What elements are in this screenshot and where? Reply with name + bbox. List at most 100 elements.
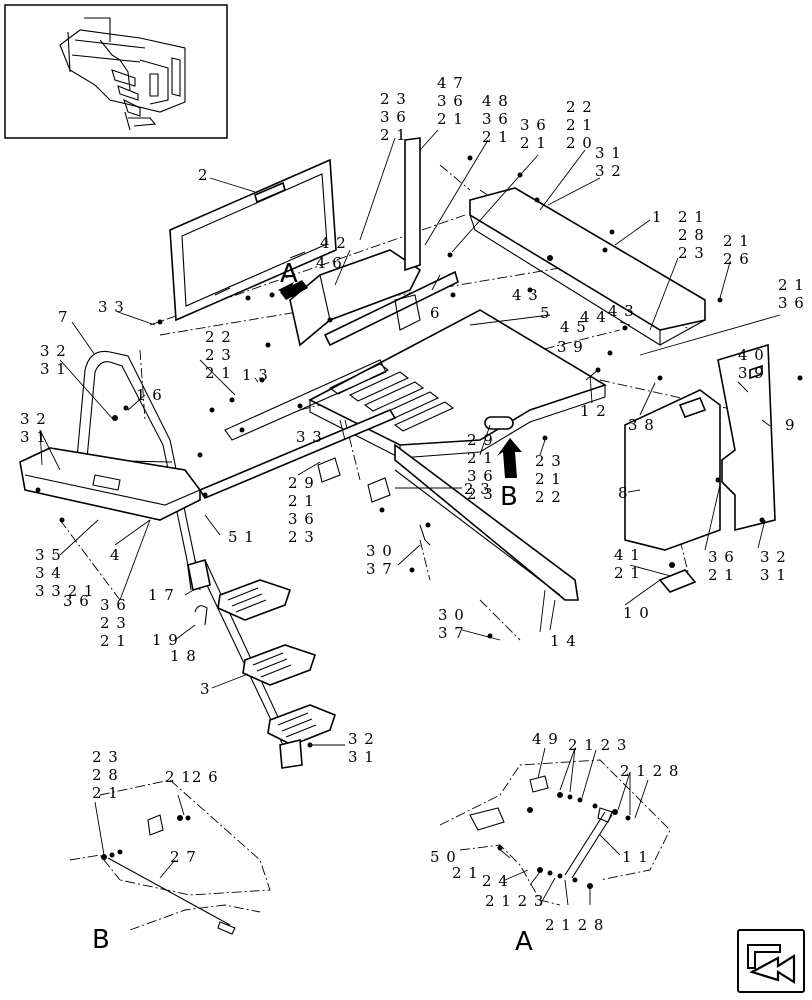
upper-channel — [469, 187, 706, 346]
callout: 3 6 — [520, 116, 547, 134]
callout: 1 — [652, 208, 663, 226]
callout: 2 3 — [205, 346, 232, 364]
callout: 3 6 — [708, 548, 735, 566]
callout: 2 3 — [535, 452, 562, 470]
callout: 4 — [110, 546, 121, 564]
callout: 2 3 — [678, 244, 705, 262]
view-arrow-b: B — [497, 438, 522, 512]
callout: 9 — [785, 416, 796, 434]
callout: 1 4 — [550, 632, 577, 650]
callout: 2 3 — [464, 480, 491, 498]
callout: 3 6 — [288, 510, 315, 528]
callout: 3 8 — [628, 416, 655, 434]
callout: 3 6 — [100, 596, 127, 614]
callout: 3 6 — [482, 110, 509, 128]
leader-lines — [39, 129, 781, 746]
callout: 3 0 — [366, 542, 393, 560]
callout: 3 — [200, 680, 211, 698]
lower-left-frame — [19, 447, 201, 521]
callout: 3 1 — [20, 428, 47, 446]
callout: 4 3 — [608, 302, 635, 320]
callout: 2 2 — [535, 488, 562, 506]
small-brackets — [187, 524, 697, 626]
center-frame — [289, 137, 459, 347]
callout: 2 1 2 3 — [485, 892, 544, 910]
callout: 2 2 — [566, 98, 593, 116]
callout: 4 0 — [738, 346, 765, 364]
floor-platform — [308, 309, 607, 459]
callout: 1 0 — [623, 604, 650, 622]
callout: 1 8 — [170, 647, 197, 665]
callout: 3 1 — [348, 748, 375, 766]
callout: 1 1 — [622, 848, 649, 866]
callout: 4 6 — [316, 254, 343, 272]
callout: 2 3 — [100, 614, 127, 632]
callout: 4 3 — [512, 286, 539, 304]
callout: 3 9 — [738, 364, 765, 382]
navigation-corner-icon[interactable] — [737, 929, 805, 993]
callout: 3 1 — [595, 144, 622, 162]
callout: 4 2 — [320, 234, 347, 252]
callout: 3 2 — [20, 410, 47, 428]
callout: 2 1 — [452, 864, 479, 882]
callout: 3 6 — [467, 467, 494, 485]
callout: 1 7 — [148, 586, 175, 604]
right-side-panels — [624, 343, 776, 551]
callout: 3 2 — [348, 730, 375, 748]
callout: 3 3 2 1 — [35, 582, 94, 600]
callout: 3 7 — [438, 624, 465, 642]
callout: 3 6 — [778, 294, 805, 312]
callout: 2 1 — [205, 364, 232, 382]
callout: 4 8 — [482, 92, 509, 110]
detail-label-b: B — [92, 925, 110, 955]
callout: 3 0 — [438, 606, 465, 624]
callout: 8 — [618, 484, 629, 502]
callout: 2 1 — [678, 208, 705, 226]
callout: 2 8 — [678, 226, 705, 244]
lower-brace — [317, 443, 579, 601]
callout: 2 1 — [380, 126, 407, 144]
detail-view-a: A — [439, 747, 671, 957]
callout: 5 — [540, 304, 551, 322]
callout: 2 1 — [92, 784, 119, 802]
view-label-b: B — [500, 482, 518, 512]
callout: 4 1 — [614, 546, 641, 564]
callout: 2 12 6 — [165, 768, 219, 786]
callout: 3 3 — [296, 428, 323, 446]
callout: 4 5 — [560, 318, 587, 336]
ladder — [194, 559, 336, 769]
callout: 2 1 — [535, 470, 562, 488]
callout: 4 9 — [532, 730, 559, 748]
callout: 1 3 — [242, 366, 269, 384]
callout: 3 2 — [595, 162, 622, 180]
callout: 2 3 — [288, 528, 315, 546]
callout: 2 — [198, 166, 209, 184]
callout: 2 1 — [566, 116, 593, 134]
callout: 2 1 — [520, 134, 547, 152]
callout: 2 1 — [723, 232, 750, 250]
callout: 3 1 — [760, 566, 787, 584]
callout: 3 7 — [366, 560, 393, 578]
callout: 2 1 — [437, 110, 464, 128]
callout: 3 4 — [35, 564, 62, 582]
callout: 7 — [58, 308, 69, 326]
callout: 2 3 — [467, 485, 494, 503]
callout: 6 — [430, 304, 441, 322]
callout: 2 3 — [380, 90, 407, 108]
callout: 2 1 — [708, 566, 735, 584]
callout: 2 9 — [467, 431, 494, 449]
callout: 1 2 — [580, 402, 607, 420]
callout: 3 2 — [40, 342, 67, 360]
callout: 3 1 — [40, 360, 67, 378]
callout: 1 9 — [152, 631, 179, 649]
callout: 2 8 — [92, 766, 119, 784]
callout: 4 4 — [580, 308, 607, 326]
callout: 2 4 — [482, 872, 509, 890]
callout: 2 2 — [205, 328, 232, 346]
callout: 4 7 — [437, 74, 464, 92]
callout: 2 1 2 3 — [568, 736, 627, 754]
callout: 2 1 — [614, 564, 641, 582]
callout: 2 9 — [288, 474, 315, 492]
callout: 2 1 — [778, 276, 805, 294]
